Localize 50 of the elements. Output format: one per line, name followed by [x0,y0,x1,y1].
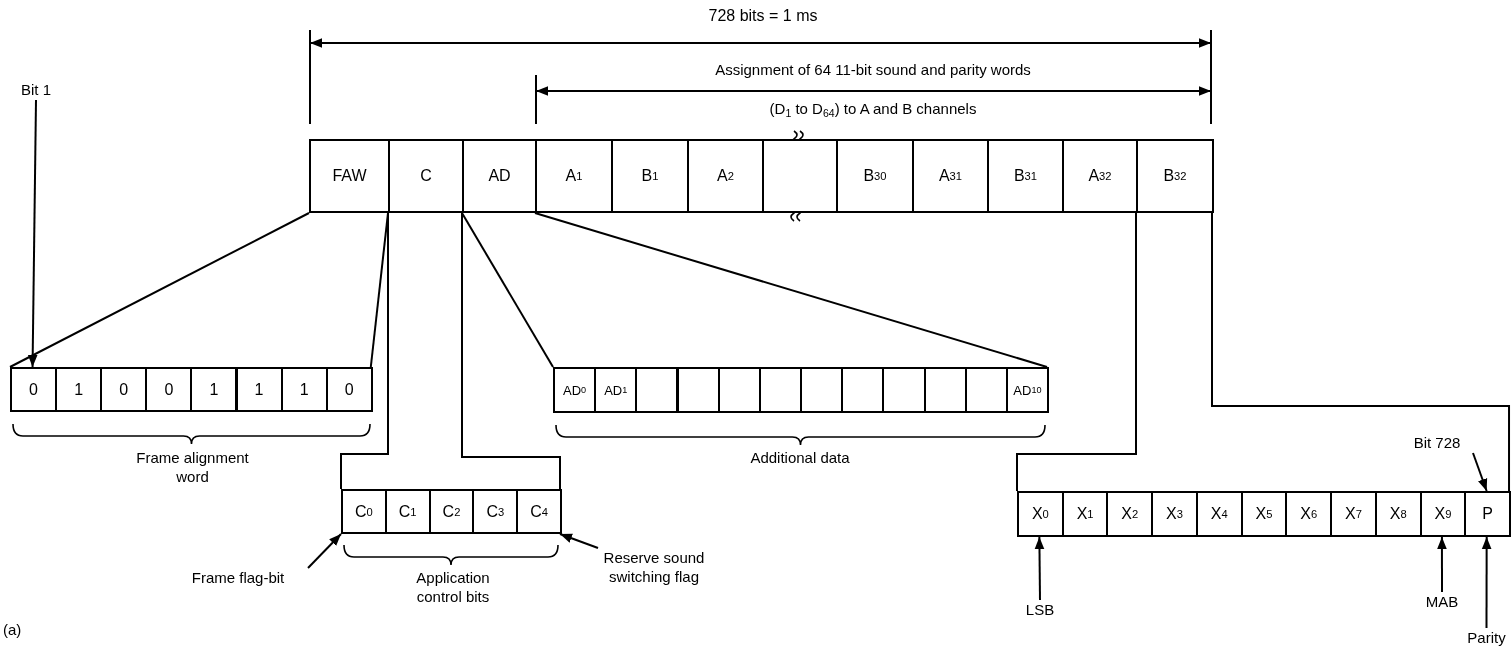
expansion-line [534,212,1049,368]
expansion-line [461,212,561,490]
leader-arrow [307,533,342,569]
leader-arrow [27,99,38,368]
leader-arrow [1437,536,1447,593]
bit-cell: 1 [235,367,283,412]
expansion-line [340,212,389,490]
bit-cell: 1 [280,367,328,412]
bit-cell [762,139,838,213]
bit-cell: 0 [100,367,148,412]
bit-cell: 0 [325,367,373,412]
frame-slot: FAW [309,139,390,213]
bit-cell [635,367,679,413]
bit-cell [676,367,720,413]
bit-cell [923,367,967,413]
expansion-line [1211,212,1511,492]
expansion-line [461,212,554,368]
bit-cell [717,367,761,413]
leader-arrow [1034,536,1045,601]
brace-label: Additional data [749,448,851,467]
bit-cell: 1 [190,367,238,412]
frame-slot: AD [462,139,537,213]
bit-cell [800,367,844,413]
bit-cell [882,367,926,413]
expansion-line [9,212,310,368]
brace-label: Frame alignment word [135,448,250,486]
leader-arrow [1472,452,1488,492]
dimension-label: Assignment of 64 11-bit sound and parity words [714,60,1032,79]
leader-arrow [1481,536,1492,629]
bit-cell: 1 [55,367,103,412]
leader-label: LSB [1019,600,1061,619]
brace-label: Application control bits [415,568,491,606]
frame-slot: C [388,139,464,213]
leader-arrow [559,533,599,549]
bit-cell [841,367,885,413]
bit-cell [758,367,802,413]
bit-cell: P [1464,491,1511,537]
bit-cell: 0 [145,367,193,412]
leader-label: Parity [1462,628,1511,647]
bit-cell: 0 [10,367,58,412]
leader-label: Bit 1 [12,80,60,99]
expansion-line [1016,212,1137,492]
leader-label: Frame flag-bit [168,568,308,587]
dimension-label: (D$_{1}$ to D$_{64}$) to A and B channels [768,99,978,118]
leader-label: Reserve sound switching flag [598,548,710,586]
leader-label: MAB [1420,592,1464,611]
leader-label: Bit 728 [1401,433,1473,452]
bit-cell [964,367,1008,413]
dimension-label: 728 bits = 1 ms [707,6,819,25]
panel-label: (a) [3,620,23,639]
